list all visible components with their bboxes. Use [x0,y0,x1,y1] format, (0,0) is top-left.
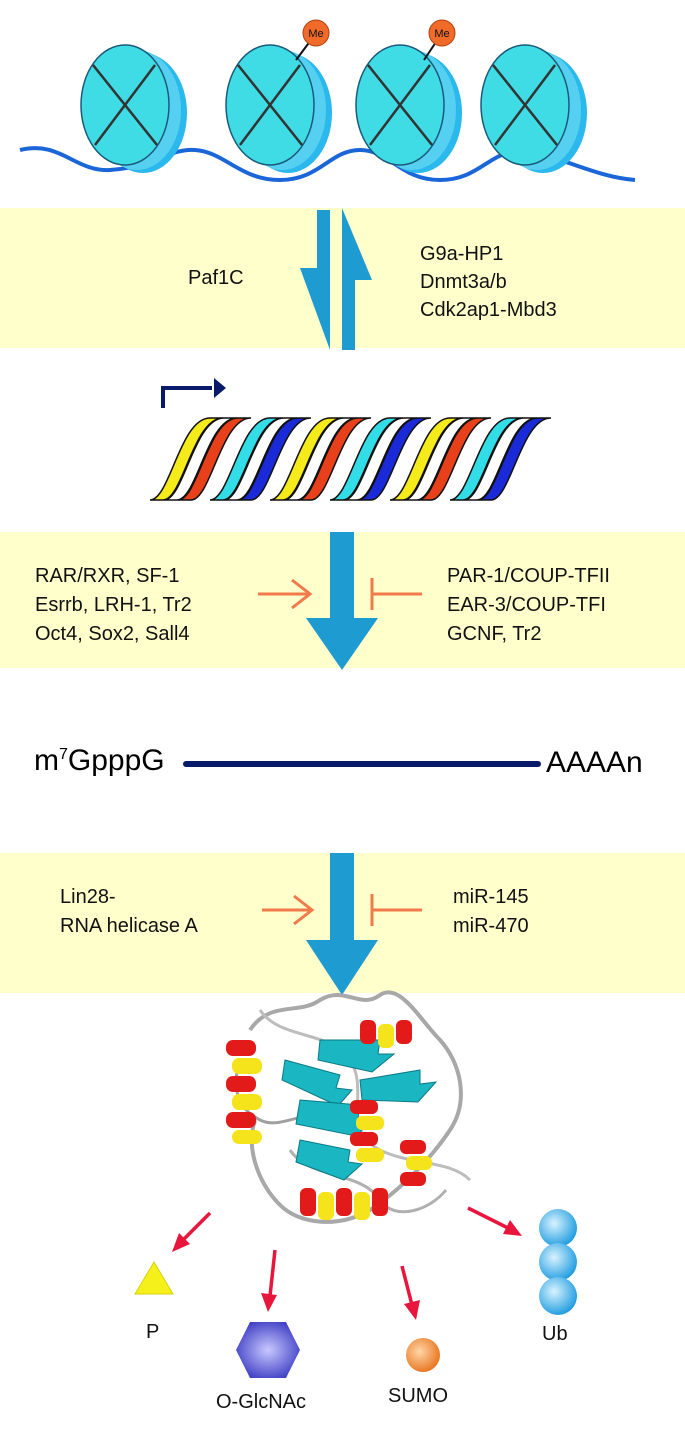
dna-double-helix [161,378,226,408]
chromatin-repressor-2: Dnmt3a/b [420,271,507,293]
chromatin-repressor-1: G9a-HP1 [420,243,504,265]
transcription-repressor-2: EAR-3/COUP-TFI [447,594,606,616]
chromatin-activator-label: Paf1C [188,267,244,289]
ubiquitin-chain-icon [539,1209,577,1315]
helix-bottom [300,1188,388,1220]
translation-activator-1: Lin28- [60,886,116,908]
translation-repressor-2: miR-470 [453,915,529,937]
nucleosome-array: Me Me [19,19,636,183]
nucleosome-1 [80,44,187,173]
helix-strand-segment [357,417,432,501]
translation-activator-2: RNA helicase A [60,915,198,937]
transcription-activator-3: Oct4, Sox2, Sall4 [35,623,190,645]
phosphate-triangle-icon [134,1261,174,1295]
transcription-arrow [306,532,378,670]
down-half-arrow [300,210,330,350]
phosphorylation-label: P [146,1321,160,1343]
translation-arrow [306,853,378,995]
sumo-sphere-icon [406,1338,440,1372]
transcription-repressor-1: PAR-1/COUP-TFII [447,565,610,587]
chromatin-equilibrium-arrows [300,208,372,350]
transcription-start-arrow [161,386,212,408]
modification-arrows [172,1206,522,1320]
transcription-repressor-3: GCNF, Tr2 [447,623,542,645]
helix-strands [150,417,552,501]
methyl-mark-1-label: Me [308,28,323,40]
helix-strand-segment [177,417,252,501]
mrna-cap-label: m7GpppG [34,744,165,777]
methyl-mark-2-label: Me [434,28,449,40]
helix-strand-segment [417,417,492,501]
nucleosome-2 [225,44,332,173]
transcription-activator-2: Esrrb, LRH-1, Tr2 [35,594,192,616]
transcription-inhibition-bar [370,578,422,610]
helix-strand-segment [477,417,552,501]
helix-center [350,1100,384,1162]
methyl-mark-1 [302,19,330,47]
ubiquitin-label: Ub [542,1323,568,1345]
translation-repressor-1: miR-145 [453,886,529,908]
o-glcnac-label: O-GlcNAc [216,1391,306,1413]
helix-strand-segment [297,417,372,501]
methyl-mark-2 [428,19,456,47]
translation-activation-arrow [262,894,315,926]
helix-top [360,1020,412,1048]
o-glcnac-hexagon-icon [236,1322,300,1378]
up-half-arrow [342,208,372,350]
nucleosome-4 [480,44,587,173]
helix-strand-segment [237,417,312,501]
nucleosome-3 [355,44,462,173]
helix-left [226,1040,262,1144]
protein-structure [226,990,472,1224]
sumo-label: SUMO [388,1385,448,1407]
translation-inhibition-bar [370,894,422,926]
transcription-activator-1: RAR/RXR, SF-1 [35,565,180,587]
transcription-activation-arrow [258,578,313,610]
chromatin-repressor-3: Cdk2ap1-Mbd3 [420,299,557,321]
mrna-polya-tail-label: AAAAn [546,746,643,779]
helix-right [400,1140,432,1186]
